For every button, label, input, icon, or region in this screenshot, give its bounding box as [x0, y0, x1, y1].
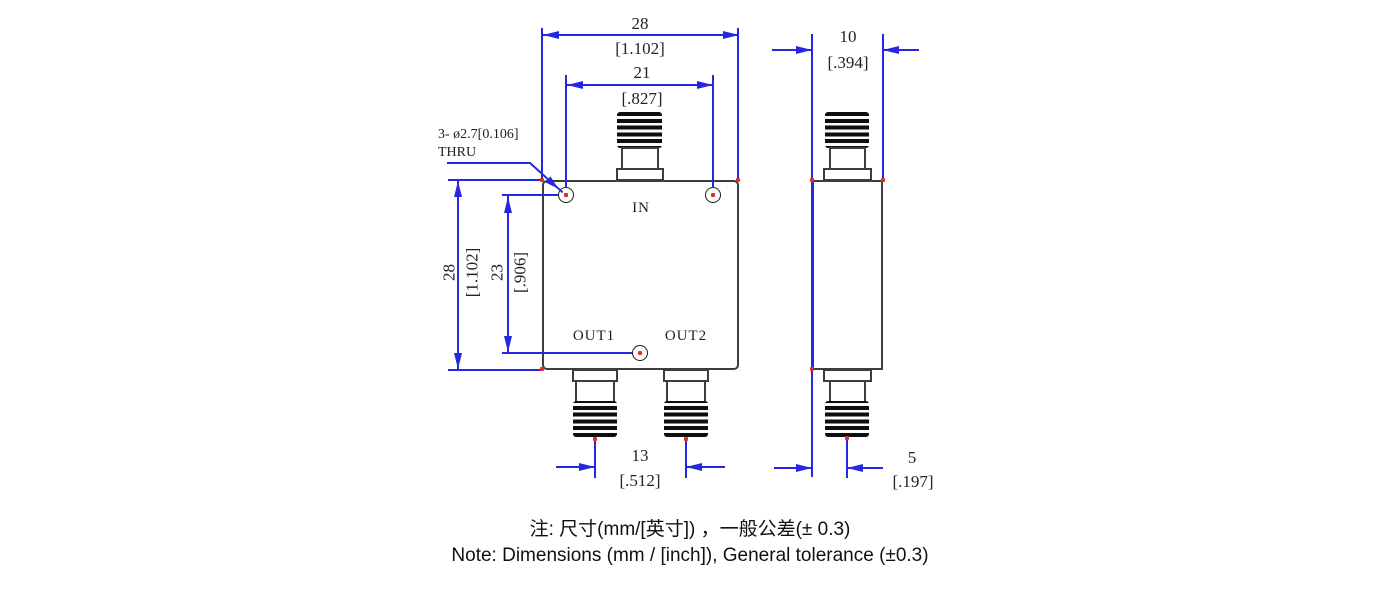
center-mark — [540, 367, 544, 371]
sma-in-neck — [621, 147, 659, 170]
dim-line-hole-pitch — [507, 196, 509, 353]
dim-arrow — [454, 181, 462, 197]
dim-arrow — [567, 81, 583, 89]
dim-line-conn-offset-right — [847, 467, 883, 469]
center-mark — [810, 178, 814, 182]
sma-out1-neck — [575, 380, 615, 403]
dim-arrow — [454, 353, 462, 369]
ext-line — [737, 28, 739, 180]
dim-body-width-inch: [1.102] — [615, 39, 665, 58]
side-sma-top-threads — [825, 112, 869, 148]
side-sma-bottom-threads — [825, 401, 869, 437]
dim-conn-offset-inch: [.197] — [892, 472, 934, 491]
dim-arrow — [697, 81, 713, 89]
ext-line — [502, 352, 632, 354]
center-mark — [881, 178, 885, 182]
hole-callout-size: 3- ø2.7[0.106] — [438, 127, 519, 142]
front-view-body — [542, 180, 739, 370]
dim-side-thickness-inch: [.394] — [827, 53, 869, 72]
dim-hole-span-inch: [.827] — [621, 89, 663, 108]
ext-line — [685, 440, 687, 478]
note-line-zh: 注: 尺寸(mm/[英寸]) ，一般公差(± 0.3) — [529, 519, 851, 540]
leader-underline — [447, 162, 531, 164]
center-mark — [540, 178, 544, 182]
dim-arrow — [579, 463, 595, 471]
dim-line-side-thickness-right — [883, 49, 919, 51]
dim-arrow — [723, 31, 739, 39]
ext-line — [448, 179, 542, 181]
ext-line — [541, 28, 543, 180]
dim-arrow — [847, 464, 863, 472]
dim-line-out-pitch-right — [686, 466, 725, 468]
ext-line — [846, 438, 848, 478]
ext-line — [811, 34, 813, 477]
dim-conn-offset-mm: 5 — [907, 448, 917, 467]
center-mark — [564, 193, 568, 197]
dim-line-hole-span — [566, 84, 713, 86]
dim-body-height-inch: [1.102] — [462, 247, 482, 298]
dim-arrow — [543, 31, 559, 39]
dim-out-pitch-mm: 13 — [631, 446, 649, 465]
ext-line — [502, 194, 558, 196]
note-line-en: Note: Dimensions (mm / [inch]), General … — [451, 545, 929, 566]
side-sma-bottom-neck — [829, 380, 866, 403]
ext-line — [594, 440, 596, 478]
dim-line-side-thickness-left — [772, 49, 812, 51]
dim-hole-span-mm: 21 — [633, 63, 651, 82]
port-label-out2: OUT2 — [664, 328, 708, 344]
ext-line — [882, 34, 884, 180]
center-mark — [593, 437, 597, 441]
center-mark — [810, 367, 814, 371]
center-mark — [736, 178, 740, 182]
hole-callout-thru: THRU — [438, 145, 477, 160]
dim-line-body-height — [457, 181, 459, 369]
dim-arrow — [883, 46, 899, 54]
dim-line-out-pitch-left — [556, 466, 595, 468]
dim-arrow — [796, 464, 812, 472]
dim-hole-pitch-mm: 23 — [487, 264, 507, 281]
ext-line — [448, 369, 542, 371]
side-view-body — [812, 180, 883, 370]
dim-arrow — [504, 336, 512, 352]
side-sma-top-neck — [829, 147, 866, 170]
dim-out-pitch-inch: [.512] — [619, 471, 661, 490]
sma-out1-threads — [573, 401, 617, 437]
port-label-out1: OUT1 — [572, 328, 616, 344]
sma-out2-threads — [664, 401, 708, 437]
ext-line — [712, 75, 714, 188]
center-mark — [684, 437, 688, 441]
dim-body-height-mm: 28 — [439, 264, 459, 281]
sma-out2-neck — [666, 380, 706, 403]
dim-line-body-width — [542, 34, 739, 36]
dim-line-conn-offset-left — [774, 467, 812, 469]
center-mark — [638, 351, 642, 355]
center-mark — [845, 436, 849, 440]
center-mark — [711, 193, 715, 197]
sma-in-threads — [617, 112, 662, 148]
dim-arrow — [796, 46, 812, 54]
dim-body-width-mm: 28 — [631, 14, 649, 33]
dim-hole-pitch-inch: [.906] — [510, 251, 530, 294]
dim-arrow — [686, 463, 702, 471]
dim-arrow — [504, 197, 512, 213]
ext-line — [565, 75, 567, 188]
port-label-in: IN — [632, 200, 650, 216]
dim-side-thickness-mm: 10 — [839, 27, 857, 46]
